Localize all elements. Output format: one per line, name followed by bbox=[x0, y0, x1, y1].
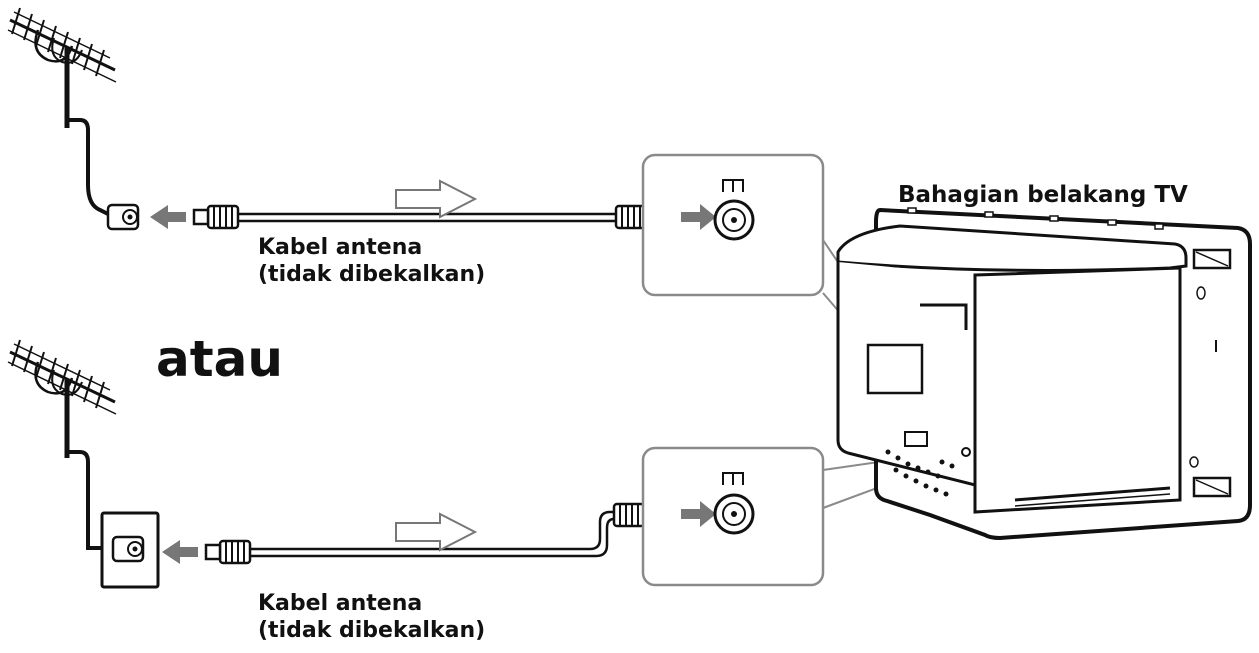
antenna-top-icon bbox=[6, 6, 118, 84]
arrow-into-socket-bottom-icon bbox=[681, 501, 716, 527]
direction-arrow-bottom-icon bbox=[395, 512, 478, 552]
cable-bottom-wire bbox=[250, 510, 614, 551]
antenna-bottom-icon bbox=[6, 338, 118, 416]
arrow-into-wall-outlet-icon bbox=[162, 540, 198, 564]
cable-top-label-line1: Kabel antena bbox=[258, 235, 423, 260]
cable-bottom-wire-edge bbox=[250, 517, 615, 558]
arrow-into-socket-top-icon bbox=[681, 204, 716, 230]
direction-arrow-top-icon bbox=[395, 179, 478, 219]
cable-bottom-label-line2: (tidak dibekalkan) bbox=[258, 618, 486, 643]
tv-rear-view-icon bbox=[836, 207, 1252, 541]
antenna-input-socket-bottom-icon bbox=[713, 472, 755, 535]
antenna-bottom-feeder bbox=[67, 450, 102, 550]
antenna-top-connector-icon bbox=[106, 203, 140, 231]
cable-bottom-plug-left-icon bbox=[204, 539, 252, 565]
wall-outlet-icon bbox=[100, 511, 160, 589]
antenna-top-feeder bbox=[67, 118, 113, 218]
or-label: atau bbox=[156, 330, 283, 388]
arrow-into-antenna-top-icon bbox=[150, 205, 186, 229]
cable-bottom-label-line1: Kabel antena bbox=[258, 591, 423, 616]
cable-top-label: Kabel antena (tidak dibekalkan) bbox=[258, 234, 485, 288]
antenna-input-socket-top-icon bbox=[713, 179, 755, 241]
cable-bottom-label: Kabel antena (tidak dibekalkan) bbox=[258, 590, 485, 644]
cable-top-plug-left-icon bbox=[192, 204, 240, 230]
tv-rear-label: Bahagian belakang TV bbox=[898, 182, 1188, 208]
cable-top-label-line2: (tidak dibekalkan) bbox=[258, 262, 486, 287]
